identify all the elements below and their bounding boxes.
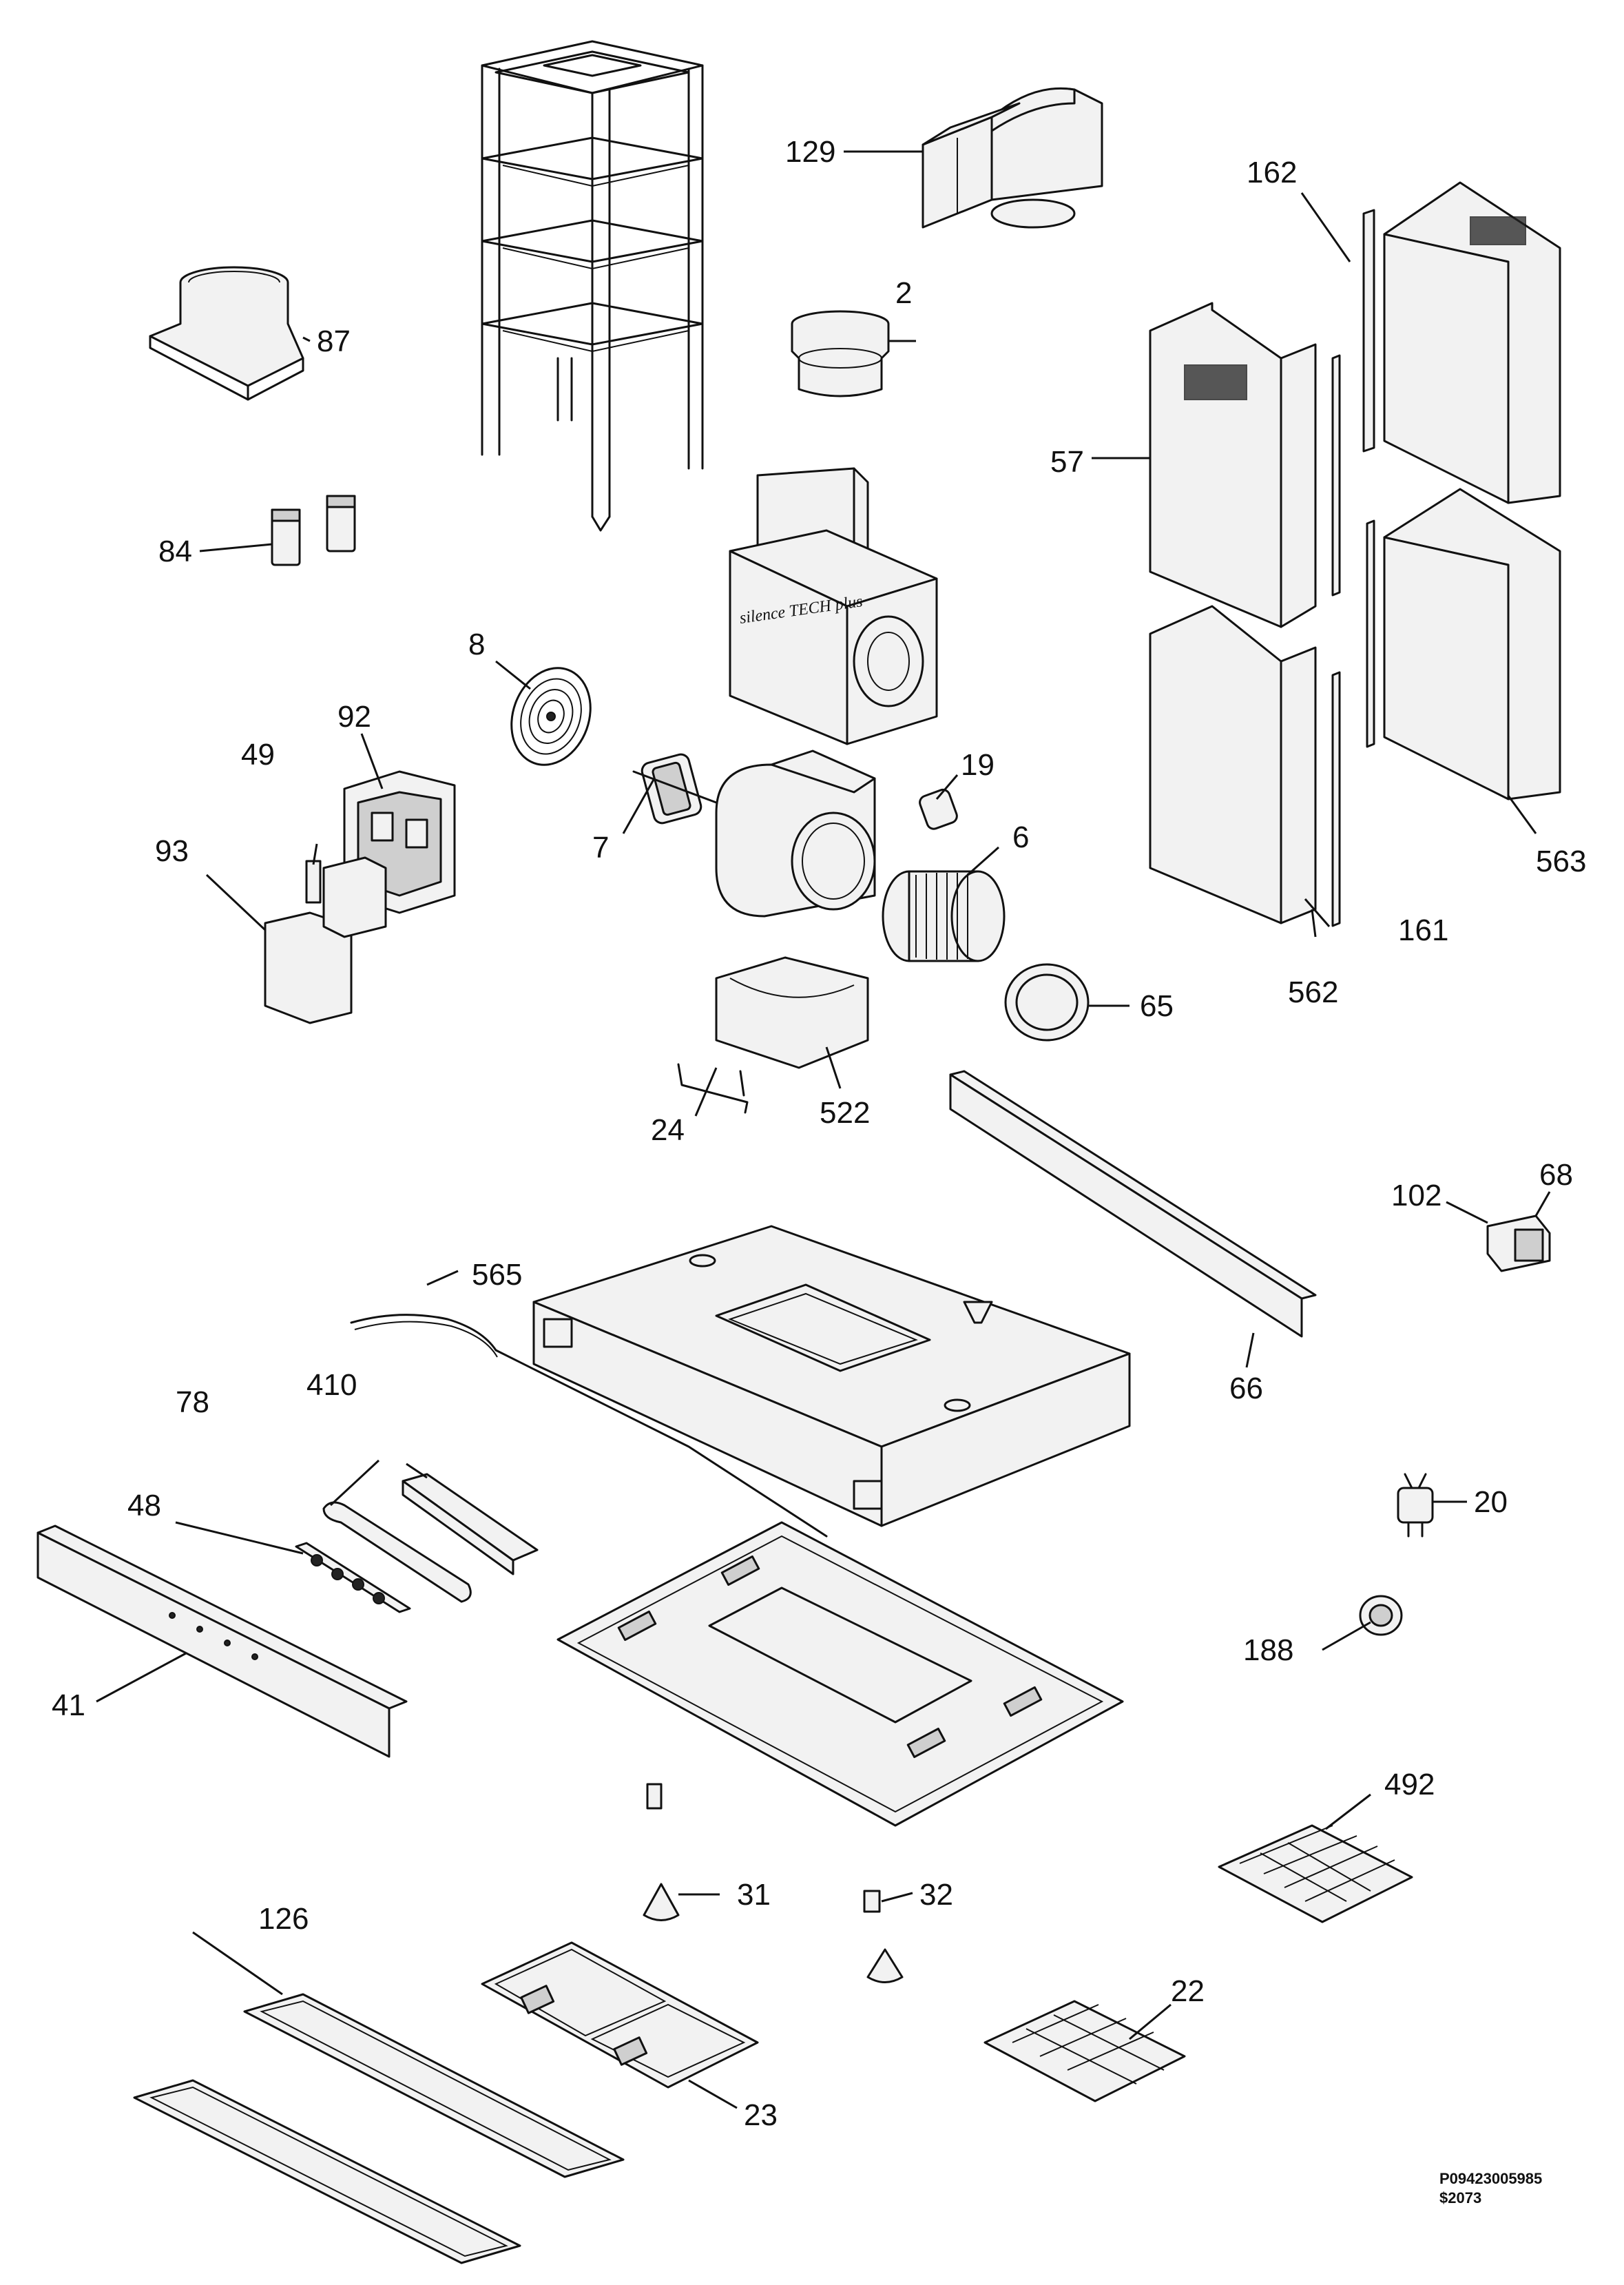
callout-565: 565	[472, 1258, 522, 1292]
part-6-blower-wheel	[882, 870, 1006, 962]
callout-93: 93	[155, 834, 189, 868]
part-562-lower-chimney	[1149, 605, 1317, 924]
callout-68: 68	[1539, 1158, 1573, 1192]
callout-78: 78	[176, 1385, 209, 1419]
callout-31: 31	[737, 1878, 771, 1912]
part-31-knob	[643, 1883, 680, 1921]
support-tower-frame	[481, 40, 704, 532]
part-20-lamp-socket	[1397, 1473, 1434, 1538]
callout-126: 126	[258, 1902, 309, 1936]
part-24-spring-clip	[677, 1063, 749, 1114]
part-162-rail	[1331, 209, 1375, 597]
callout-24: 24	[651, 1113, 685, 1147]
callout-129: 129	[785, 135, 835, 169]
callout-92: 92	[337, 700, 371, 734]
part-563-lower-chimney-back	[1383, 488, 1561, 800]
callout-6: 6	[1012, 820, 1029, 854]
hood-body	[532, 1225, 1131, 1527]
part-22-charcoal-filter	[983, 2000, 1186, 2102]
callout-7: 7	[592, 831, 609, 865]
callout-32: 32	[919, 1878, 953, 1912]
part-66-rear-trim	[949, 1070, 1317, 1338]
callout-2: 2	[895, 276, 912, 310]
callout-87: 87	[317, 324, 351, 358]
part-48-switch-board	[295, 1542, 411, 1613]
part-49-connector	[305, 860, 322, 904]
callout-22: 22	[1171, 1974, 1205, 2008]
part-7-motor	[632, 753, 718, 825]
part-410-light-housing	[402, 1473, 539, 1575]
part-87-transition	[149, 266, 304, 401]
callout-19: 19	[961, 748, 995, 782]
part-68-transformer	[1486, 1214, 1551, 1272]
callout-188: 188	[1243, 1633, 1293, 1667]
leader-lines	[96, 150, 1551, 2109]
callout-492: 492	[1384, 1768, 1435, 1801]
callout-labels: 2 6 7 8 19 20 22 23 24 31 32 41 48 49 57…	[52, 135, 1586, 2132]
part-57-upper-chimney	[1149, 302, 1317, 628]
hood-bottom-pan	[556, 1521, 1124, 1827]
callout-562: 562	[1288, 975, 1338, 1009]
part-161-rail	[1331, 519, 1375, 927]
part-41-control-panel	[37, 1524, 408, 1758]
part-8-motor-guard	[510, 667, 592, 766]
upper-chimney-back	[1383, 181, 1561, 504]
part-23-light-cover	[481, 1941, 759, 2089]
callout-410: 410	[306, 1368, 357, 1402]
callout-48: 48	[127, 1489, 161, 1522]
callout-41: 41	[52, 1688, 85, 1722]
document-ref-number: P09423005985	[1439, 2170, 1542, 2187]
callout-563: 563	[1536, 845, 1586, 878]
document-code: $2073	[1439, 2189, 1481, 2206]
part-126-grease-filters	[133, 1993, 625, 2264]
scroll-housing	[715, 749, 876, 918]
part-522-saddle	[715, 956, 869, 1069]
callout-57: 57	[1050, 445, 1084, 479]
callout-102: 102	[1391, 1179, 1441, 1212]
callout-66: 66	[1229, 1372, 1263, 1405]
callout-84: 84	[158, 535, 192, 568]
part-19-capacitor	[919, 788, 958, 830]
callout-23: 23	[744, 2098, 778, 2132]
callout-49: 49	[241, 738, 275, 772]
callout-522: 522	[820, 1096, 870, 1130]
part-84-brackets	[271, 495, 356, 566]
part-129-duct-transition	[922, 87, 1103, 229]
part-492-grease-baffle	[1218, 1824, 1413, 1923]
part-32-clips	[646, 1783, 904, 1983]
callout-8: 8	[468, 628, 485, 661]
part-2-round-adapter	[791, 310, 890, 397]
part-565-wire-harness	[350, 1314, 828, 1538]
callout-161: 161	[1398, 913, 1448, 947]
part-65-inlet-ring	[1004, 963, 1090, 1042]
callout-162: 162	[1247, 156, 1297, 189]
document-reference: P09423005985 $2073	[1439, 2170, 1542, 2206]
part-188-grommet	[1359, 1595, 1403, 1636]
callout-20: 20	[1474, 1485, 1508, 1519]
blower-box: silence TECH plus	[729, 467, 938, 745]
part-93-control-board	[264, 856, 387, 1024]
callout-65: 65	[1140, 989, 1174, 1023]
